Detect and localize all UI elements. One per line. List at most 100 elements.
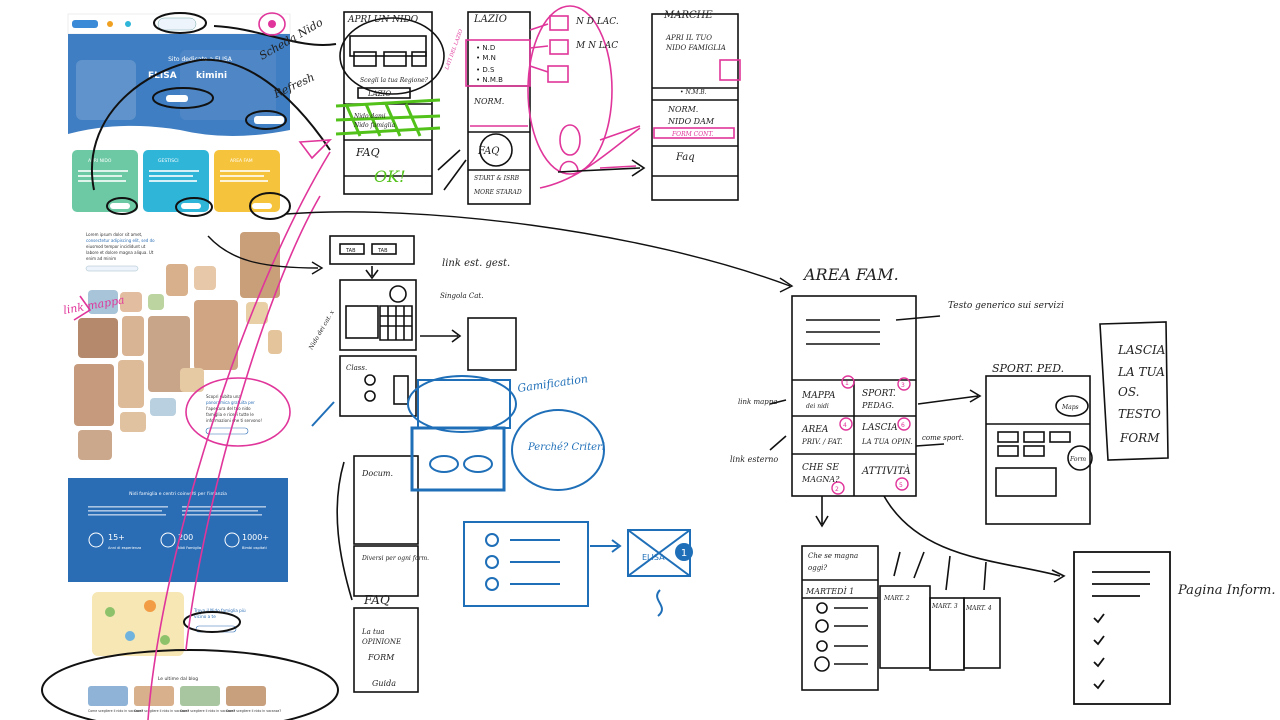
note-ok: OK! [374, 167, 406, 186]
sport-title: SPORT. PED. [992, 362, 1064, 375]
cell-3-line1: AREA [801, 425, 829, 435]
note-link-est-gest: link est. gest. [442, 258, 510, 269]
note-testo-generico: Testo generico sui servizi [948, 301, 1064, 311]
blog-thumb[interactable] [134, 686, 174, 706]
wf1-region: LAZIO [367, 90, 391, 98]
promo-button[interactable] [205, 427, 249, 435]
wireframe-marche [557, 13, 739, 201]
hero-photo [76, 60, 136, 120]
cell-4-num: 6 [901, 422, 905, 429]
lascia-5: FORM [1119, 431, 1160, 445]
wf2-item-1: • N.D [476, 44, 495, 52]
wf3-sub-1: APRI IL TUO [665, 34, 712, 42]
badge-num: 1 [681, 548, 687, 559]
badge-circle [675, 543, 693, 561]
card-1-button[interactable] [110, 203, 130, 209]
wf2-item-2: • M.N [476, 54, 496, 62]
wf3-sub-2: NIDO FAMIGLIA [665, 44, 726, 52]
note-perche: Perché? Criteri [527, 442, 605, 453]
block-opinione-2: OPINIONE [362, 638, 401, 646]
wf2-more: MORE STARAD [473, 189, 522, 196]
wf3-title: MARCHE [663, 10, 713, 21]
wf1-b: Nido famiglia [353, 122, 396, 129]
wf3-nido: NIDO DAM [667, 117, 715, 126]
card-1-title: APRI NIDO [88, 158, 112, 164]
block-guida: Guida [372, 679, 396, 688]
cell-4-line1: LASCIA [861, 423, 898, 433]
photo-collage [74, 232, 282, 460]
menu-day-4: MART. 4 [965, 605, 992, 612]
cell-5-line2: MAGNA? [801, 475, 840, 484]
block-class: Class. [346, 364, 367, 372]
wireframe-struttura [329, 235, 517, 693]
header-search[interactable] [157, 17, 197, 31]
block-diversi: Diversi per ogni form. [361, 555, 429, 562]
wf2-item-3: • D.S [476, 66, 495, 74]
cell-1-num: 1 [845, 380, 849, 387]
wf2-norm: NORM. [473, 97, 504, 106]
cell-3-line2: PRIV. / FAT. [801, 438, 843, 446]
block-opinione-1: La tua [361, 628, 385, 636]
card-3-button[interactable] [252, 203, 272, 209]
wf2-title: LAZIO [473, 14, 507, 25]
blog-thumb[interactable] [226, 686, 266, 706]
menu-title-1: Che se magna [808, 552, 858, 560]
illustrated-map [92, 592, 184, 656]
hero-button-2[interactable] [254, 116, 284, 124]
area-fam-badges [831, 375, 911, 495]
band-title: Nidi famiglia e centri coinvolti per l'i… [129, 491, 227, 497]
stat-label-3: Bimbi ospitati [242, 546, 267, 550]
note-link-esterno: link esterno [730, 455, 778, 464]
cell-6-line1: ATTIVITÀ [861, 465, 911, 477]
wireframe-menu [801, 545, 1001, 691]
intro-search[interactable] [85, 265, 139, 272]
blog-item-2: Come scegliere il nido in vacanza? [134, 709, 189, 713]
flow-arrows [207, 211, 794, 293]
wf2-side: LATI DEL LAZIO [444, 29, 465, 72]
hero-button[interactable] [166, 95, 188, 102]
sport-btn: Maps [1061, 404, 1079, 411]
note-gamification: Gamification [517, 372, 589, 395]
header-logo [72, 20, 98, 28]
note-singola-cat: Singola Cat. [440, 292, 483, 300]
cell-1-line2: dei nidi [806, 403, 829, 410]
gamification-sketch [311, 375, 691, 617]
note-nido-cat: Nido dei cat. x [307, 309, 336, 352]
wf3-form: FORM CONT. [671, 131, 714, 138]
hero-logo-kimini: kimini [196, 71, 227, 81]
note-come-sport: come sport. [922, 434, 964, 442]
wf3-faq: Faq [675, 152, 695, 163]
wf3-dots: • N.M.B. [680, 89, 707, 96]
blog-thumb[interactable] [180, 686, 220, 706]
hero-logo-elisa: ELISA [148, 71, 177, 81]
stat-value-1: 15+ [108, 533, 125, 542]
cell-6-num: 5 [899, 482, 903, 489]
block-docum: Docum. [361, 469, 393, 478]
blog-item-4: Come scegliere il nido in vacanza? [226, 709, 281, 713]
pink-lazio-annotations [465, 5, 641, 189]
blog-item-3: Come scegliere il nido in vacanza? [180, 709, 235, 713]
blog-title: Le ultime dal blog [158, 676, 198, 682]
wf2-faq: FAQ [477, 146, 500, 157]
blog-thumb[interactable] [88, 686, 128, 706]
stat-label-2: Nidi Famiglia [178, 546, 201, 550]
sport-form: Form [1069, 456, 1086, 463]
block-form: FORM [367, 653, 395, 662]
stat-icon-3 [224, 532, 240, 548]
intro-text-5: enim ad minim [86, 256, 116, 261]
wf1-title: APRI UN NIDO [347, 15, 419, 25]
stats-band [68, 478, 288, 582]
blog-item-1: Come scegliere il nido in vacanza? [88, 709, 143, 713]
card-2-button[interactable] [181, 203, 201, 209]
map-text-2: vicino a te [194, 614, 216, 619]
header-avatar[interactable] [268, 20, 276, 28]
stat-icon-1 [88, 532, 104, 548]
lascia-4: TESTO [1118, 407, 1161, 421]
menu-title-2: oggi? [808, 564, 827, 572]
cell-1-line1: MAPPA [801, 391, 836, 401]
intro-text-3: eiusmod tempor incididunt ut [86, 244, 146, 249]
marche-pink-form [653, 127, 735, 139]
cell-5-num: 2 [835, 486, 839, 493]
pink-item-1: N D LAC. [575, 17, 619, 27]
